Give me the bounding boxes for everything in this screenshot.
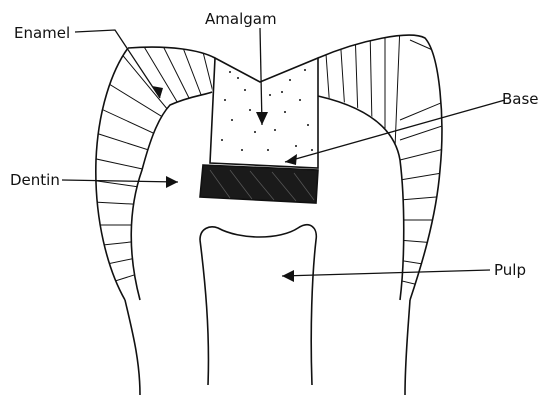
- root-outline-left: [125, 300, 140, 395]
- dentin-label: Dentin: [10, 173, 60, 188]
- pulp-label: Pulp: [494, 263, 526, 278]
- base-label: Base: [502, 92, 539, 107]
- leader-lines: [62, 28, 505, 276]
- pulp-outline-left: [200, 240, 208, 385]
- enamel-left-hatching: [55, 40, 215, 300]
- enamel-label: Enamel: [14, 26, 70, 41]
- pulp-outline: [200, 225, 316, 385]
- amalgam-label: Amalgam: [205, 12, 277, 27]
- base-layer: [200, 165, 318, 203]
- root-outline-right: [405, 300, 410, 395]
